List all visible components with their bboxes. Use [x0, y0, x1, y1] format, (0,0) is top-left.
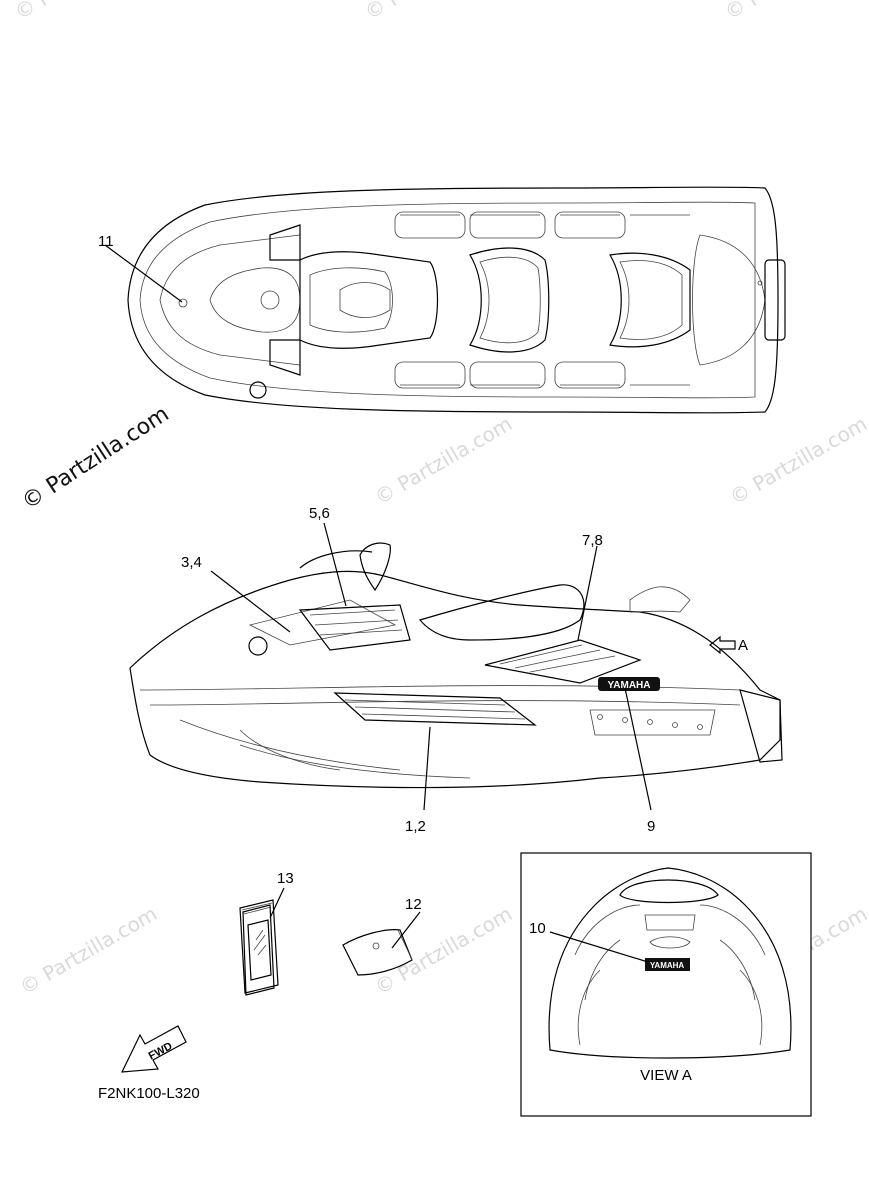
- watermark-faint: © Partzilla.com: [726, 411, 869, 509]
- callout-12: 12: [405, 896, 422, 913]
- watermark-faint: © Partzilla.com: [11, 0, 157, 24]
- watermark-faint: © Partzilla.com: [16, 901, 162, 999]
- arrow-a-label: A: [738, 637, 748, 654]
- watermark-faint: © Partzilla.com: [721, 0, 867, 24]
- callout-9: 9: [647, 818, 655, 835]
- callout-10: 10: [529, 920, 546, 937]
- part-12-tag: [342, 911, 421, 976]
- part-13-booklet: [239, 887, 285, 996]
- view-a-emblem-text: YAMAHA: [650, 961, 685, 970]
- fwd-label: FWD: [147, 1040, 175, 1062]
- top-view-watercraft: [104, 186, 786, 414]
- brand-emblem-text: YAMAHA: [608, 680, 651, 691]
- view-a-panel: YAMAHA: [520, 852, 812, 1117]
- callout-5-6: 5,6: [309, 505, 330, 522]
- watermark-layer: © Partzilla.com © Partzilla.com © Partzi…: [11, 0, 869, 999]
- fwd-arrow-icon: FWD: [120, 1025, 187, 1073]
- side-view-watercraft: YAMAHA: [129, 522, 783, 811]
- watermark-faint: © Partzilla.com: [371, 411, 517, 509]
- callout-3-4: 3,4: [181, 554, 202, 571]
- view-a-title: VIEW A: [640, 1067, 692, 1084]
- watermark-faint: © Partzilla.com: [371, 901, 517, 999]
- watermark-main: © Partzilla.com: [18, 402, 174, 515]
- part-code: F2NK100-L320: [98, 1085, 200, 1102]
- watermark-faint: © Partzilla.com: [361, 0, 507, 24]
- callout-13: 13: [277, 870, 294, 887]
- callout-1-2: 1,2: [405, 818, 426, 835]
- callout-11: 11: [98, 233, 114, 250]
- callout-7-8: 7,8: [582, 532, 603, 549]
